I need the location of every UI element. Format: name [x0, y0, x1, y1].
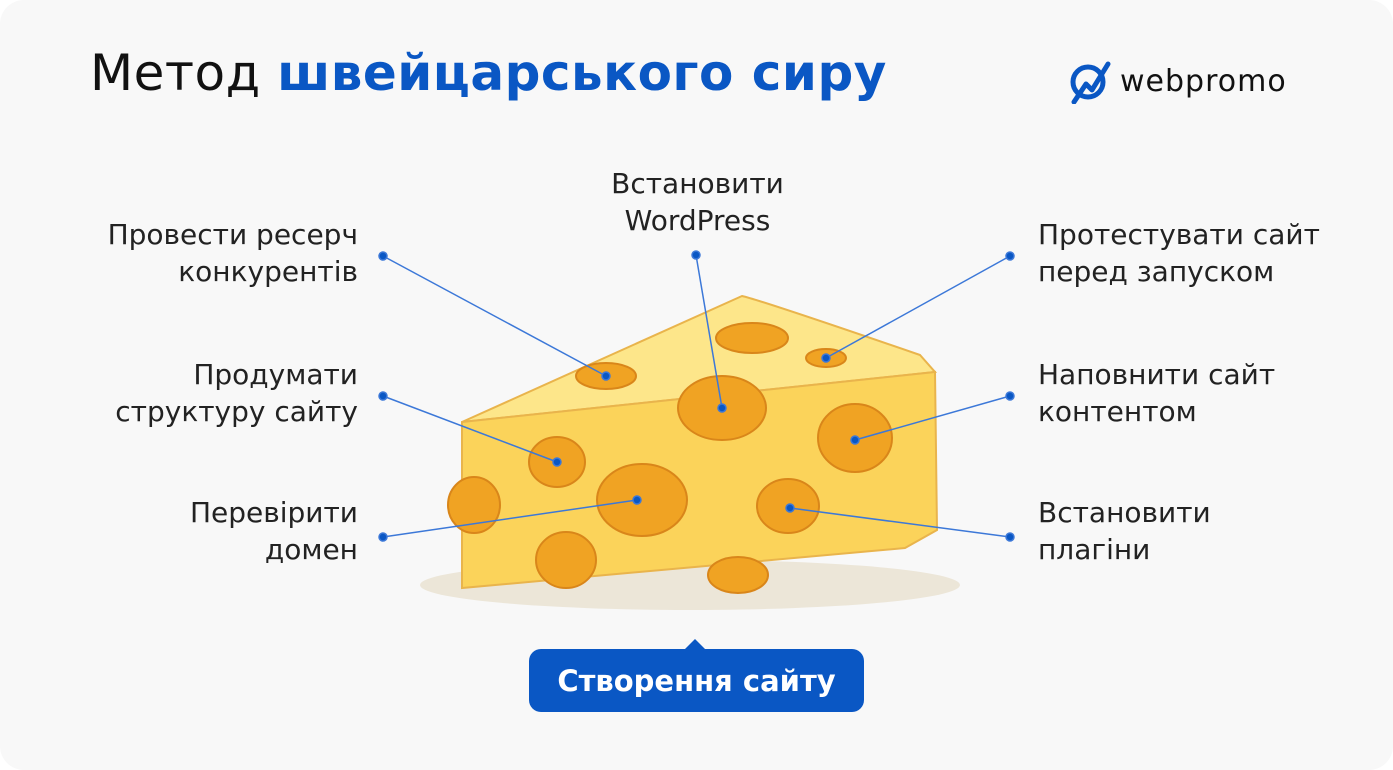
label-research: Провести ресерч конкурентів	[107, 218, 358, 288]
hole	[707, 556, 769, 594]
hole	[535, 531, 597, 589]
label-wordpress: Встановити WordPress	[611, 167, 784, 237]
label-content: Наповнити сайт контентом	[1038, 358, 1276, 428]
page-title: Метод швейцарського сиру	[90, 44, 887, 102]
site-creation-label: Створення сайту	[557, 663, 836, 698]
label-domain: Перевірити домен	[189, 496, 358, 566]
connector-lines	[378, 250, 1015, 542]
hole	[715, 322, 789, 354]
cheese-top	[461, 294, 938, 423]
title-normal: Метод	[90, 44, 278, 102]
site-creation-badge: Створення сайту	[529, 639, 864, 712]
logo-text: webpromo	[1120, 63, 1287, 99]
label-testing: Протестувати сайт перед запуском	[1038, 218, 1320, 288]
hole	[596, 463, 688, 537]
logo-icon	[1070, 61, 1111, 104]
logo: webpromo	[1068, 58, 1287, 104]
hole	[447, 476, 501, 534]
title-highlight: швейцарського сиру	[277, 44, 887, 102]
label-plugins: Встановити плагіни	[1038, 496, 1211, 566]
label-structure: Продумати структуру сайту	[115, 358, 358, 428]
cheese-front	[461, 370, 939, 590]
